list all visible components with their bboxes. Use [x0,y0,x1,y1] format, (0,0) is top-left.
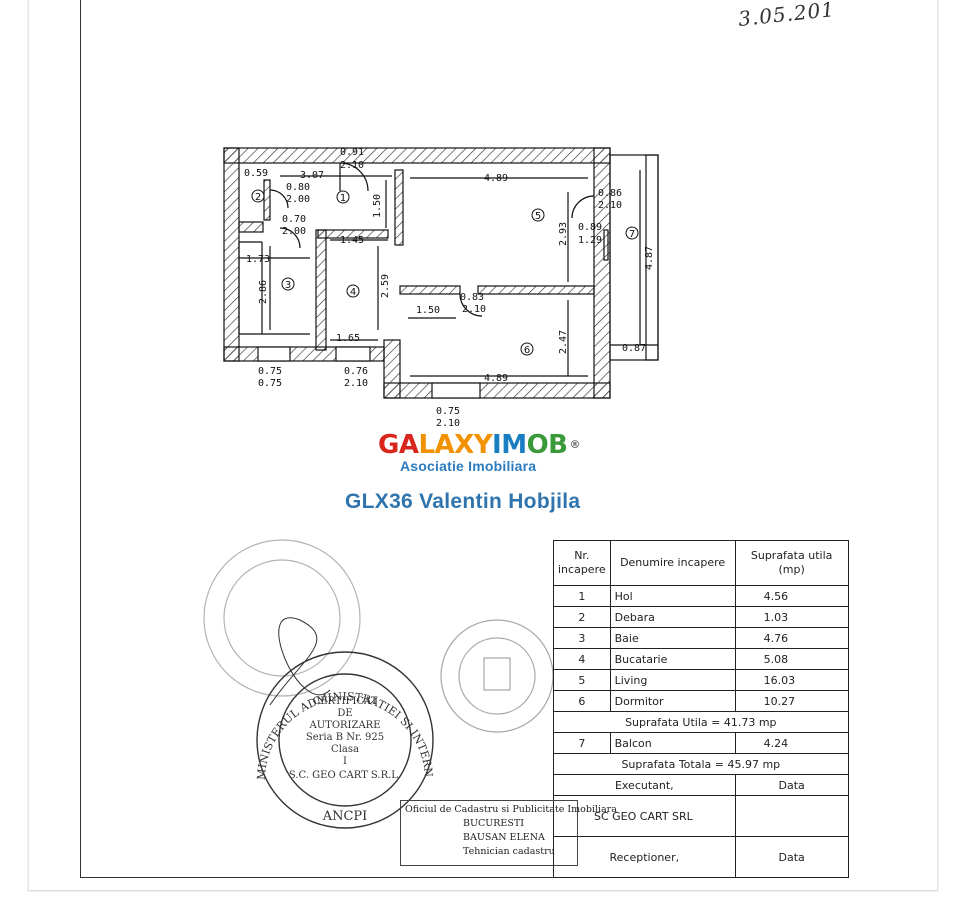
cadastre-office-box: Oficiul de Cadastru si Publicitate Imobi… [400,800,617,866]
dim-label: 1.50 [372,194,383,218]
dim-label: 0.80 [286,182,310,193]
office-line: BAUSAN ELENA [463,832,545,843]
stamp-line: CERTIFICAT [313,696,378,707]
dim-label: 1.65 [336,333,360,344]
dim-label: 2.10 [344,378,368,389]
brand-logo: GALAXYIMOB® [378,430,580,460]
dim-label: 1.29 [578,235,602,246]
table-header: Suprafata utila (mp) [734,540,849,586]
room-number: 4 [350,287,356,298]
dim-label: 0.75 [258,378,282,389]
office-line: Tehnician cadastru [463,846,555,857]
room-number: 3 [285,280,291,291]
dim-label: 1.50 [416,305,440,316]
dim-label: 4.89 [484,373,508,384]
total-row: Suprafata Totala = 45.97 mp [553,753,849,775]
stamp-line: DE [337,708,352,719]
subtotal-row: Suprafata Utila = 41.73 mp [553,711,849,733]
dim-label: 2.10 [436,418,460,429]
dim-label: 0.91 [340,147,364,158]
dim-label: 2.59 [380,274,391,298]
stamp-line: Seria B Nr. 925 [306,732,384,743]
stamp-line: I [343,756,347,767]
dim-label: 2.10 [462,304,486,315]
executant-row: Executant,Data [553,774,849,796]
dim-label: 2.86 [258,280,269,304]
dim-label: 0.86 [598,188,622,199]
frame-line [80,0,81,878]
dim-label: 4.89 [484,173,508,184]
dim-label: 1.45 [340,235,364,246]
stamp-bottom: ANCPI [322,809,368,824]
dim-label: 2.00 [282,226,306,237]
dim-label: 0.89 [578,222,602,233]
stamp-line: S.C. GEO CART S.R.L. [289,770,401,781]
dim-label: 3.07 [300,170,324,181]
stamp-faded-right [440,619,554,733]
table-header: Denumire incapere [609,540,736,586]
table-header: Nr. incapere [553,540,611,586]
dim-label: 2.10 [340,160,364,171]
dim-label: 1.73 [246,254,270,265]
dim-label: 0.83 [460,292,484,303]
dim-label: 2.10 [598,200,622,211]
table-header-row: Nr. incapere Denumire incapere Suprafata… [553,540,849,586]
dim-label: 2.93 [558,222,569,246]
receptioner-row: Receptioner,Data [553,836,849,878]
stamp-line: Clasa [331,744,359,755]
dim-label: 0.59 [244,168,268,179]
office-line: Oficiul de Cadastru si Publicitate Imobi… [405,804,617,815]
frame-line [80,877,822,878]
dim-label: 4.87 [644,246,655,270]
rooms-table: Nr. incapere Denumire incapere Suprafata… [553,540,849,878]
stamp-faded-left [203,539,361,697]
dim-label: 2.47 [558,330,569,354]
room-number: 7 [629,229,635,240]
room-number: 6 [524,345,530,356]
company-row: SC GEO CART SRL [553,795,849,837]
room-number: 2 [255,192,261,203]
authorization-stamp [256,617,434,829]
dim-label: 0.75 [258,366,282,377]
room-number: 5 [535,211,541,222]
dim-label: 0.76 [344,366,368,377]
room-number: 1 [340,193,346,204]
brand-subtitle: Asociatie Imobiliara [400,458,537,474]
dim-label: 0.87 [622,343,646,354]
office-line: BUCURESTI [463,818,524,829]
dim-label: 0.75 [436,406,460,417]
dim-label: 2.00 [286,194,310,205]
agent-name: GLX36 Valentin Hobjila [345,490,581,513]
dim-label: 0.70 [282,214,306,225]
stamp-ring-text: MINISTERUL ADMINISTRATIEI SI INTERNELOR [0,0,435,780]
stamp-line: AUTORIZARE [309,720,381,731]
